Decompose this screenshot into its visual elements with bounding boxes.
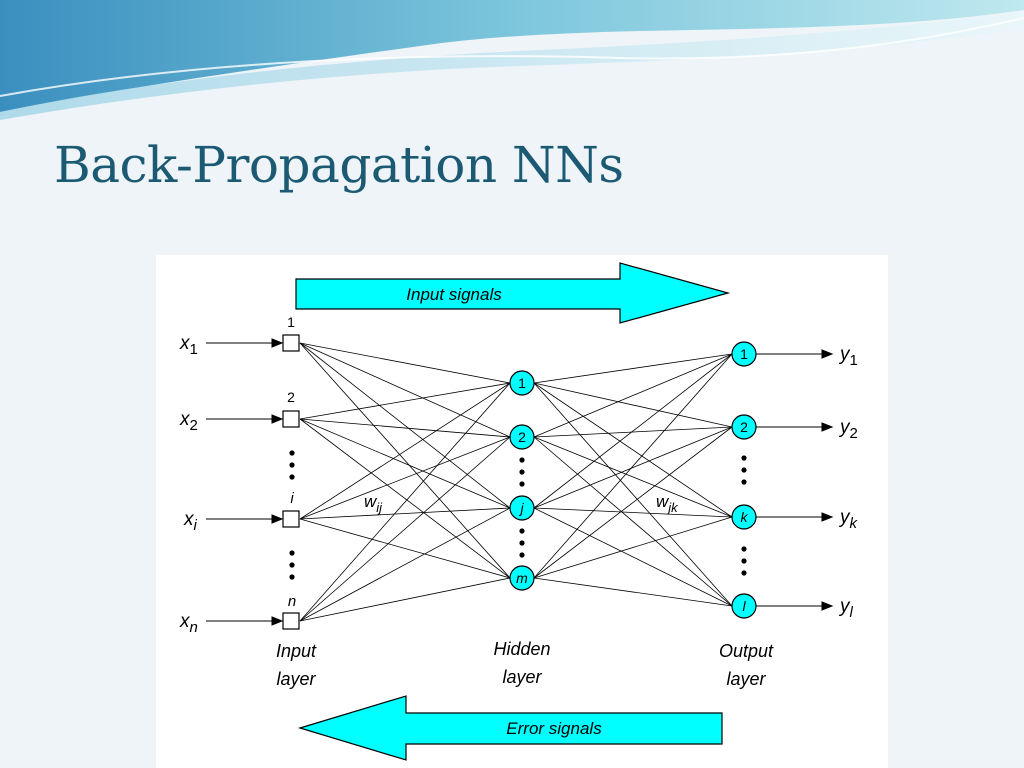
hidden-ellipsis-dots — [519, 457, 525, 558]
input-signals-label: Input signals — [406, 285, 502, 304]
hidden-node-label-2: 2 — [518, 429, 526, 445]
header-wave-dark — [0, 0, 1024, 112]
output-var-k: yk — [838, 507, 859, 532]
input-arrows — [206, 338, 284, 626]
hidden-node-label-1: 1 — [518, 375, 526, 391]
input-var-1: x1 — [179, 333, 198, 358]
input-node-2 — [282, 410, 300, 428]
output-node-label-k: k — [741, 509, 749, 525]
error-signals-label: Error signals — [506, 719, 602, 738]
output-layer-nodes: 1 2 k l — [731, 341, 757, 619]
layer-labels: Input layer Hidden layer Output layer — [276, 639, 774, 689]
hidden-node-m — [509, 565, 535, 591]
output-var-l: yl — [838, 596, 854, 621]
hidden-layer-nodes: 1 2 j m — [509, 370, 535, 591]
output-ellipsis-dots — [741, 455, 747, 576]
input-node-label-n: n — [288, 593, 296, 610]
output-variable-labels: y1 y2 yk yl — [838, 344, 859, 621]
input-hidden-connections — [299, 342, 511, 622]
header-wave-light — [0, 12, 1024, 120]
output-node-label-l: l — [742, 598, 746, 614]
hidden-node-label-m: m — [516, 570, 528, 586]
input-ellipsis-dots — [289, 450, 295, 580]
input-node-n — [282, 612, 300, 630]
input-var-n: xn — [179, 611, 198, 636]
output-node-label-1: 1 — [740, 346, 748, 362]
weight-label-wij: wij — [364, 492, 383, 515]
error-signals-arrow: Error signals — [297, 695, 723, 761]
output-layer-label-line1: Output — [719, 641, 774, 661]
output-arrows — [756, 349, 834, 611]
output-layer-label-line2: layer — [726, 669, 766, 689]
output-var-1: y1 — [838, 344, 858, 369]
hidden-layer-label-line2: layer — [502, 667, 542, 687]
input-node-i — [282, 510, 300, 528]
hidden-node-j — [509, 495, 535, 521]
input-variable-labels: x1 x2 xi xn — [179, 333, 198, 636]
hidden-node-2 — [509, 424, 535, 450]
neural-network-diagram: Input signals x1 x2 xi xn — [179, 262, 859, 761]
input-layer-label-line1: Input — [276, 641, 317, 661]
hidden-node-label-j: j — [518, 500, 524, 516]
page-title: Back-Propagation NNs — [54, 136, 624, 194]
input-var-i: xi — [183, 509, 198, 534]
input-layer-nodes: 1 2 i n — [282, 314, 300, 630]
input-node-1 — [282, 334, 300, 352]
output-var-2: y2 — [838, 417, 858, 442]
input-node-label-2: 2 — [287, 389, 295, 405]
input-signals-arrow: Input signals — [295, 262, 731, 324]
input-var-2: x2 — [179, 409, 198, 434]
hidden-node-1 — [509, 370, 535, 396]
hidden-output-connections — [533, 353, 733, 607]
weight-label-wjk: wjk — [656, 492, 679, 515]
input-node-label-i: i — [290, 490, 294, 507]
output-node-label-2: 2 — [740, 419, 748, 435]
hidden-layer-label-line1: Hidden — [493, 639, 550, 659]
input-layer-label-line2: layer — [276, 669, 316, 689]
diagram-panel: Input signals x1 x2 xi xn — [156, 255, 888, 768]
header-wave-line — [0, 17, 1024, 97]
input-node-label-1: 1 — [287, 314, 295, 330]
